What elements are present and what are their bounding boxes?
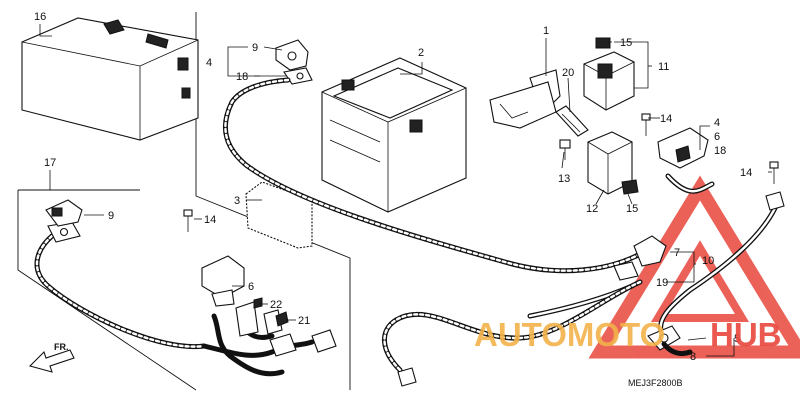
bolt-14-top [641, 113, 651, 136]
watermark-text-right: HUB [710, 316, 782, 353]
callout-12: 12 [586, 203, 598, 215]
callout-15-lower: 15 [626, 203, 638, 215]
relay-bracket-1 [489, 69, 561, 129]
callout-22: 22 [270, 299, 282, 311]
terminal-cover-9-top [275, 39, 309, 71]
callout-5: 5 [734, 333, 740, 345]
callout-16: 16 [34, 11, 46, 23]
callout-9-left: 9 [108, 210, 114, 222]
callout-3: 3 [234, 195, 240, 207]
callout-17: 17 [44, 157, 56, 169]
terminal-cover-9-left [45, 199, 83, 227]
watermark-text-left: AUTOMOTO [474, 316, 665, 353]
callout-21: 21 [298, 315, 310, 327]
callout-18-top: 18 [236, 71, 248, 83]
fuse-holder-22-21 [235, 297, 337, 357]
battery-pad-3 [245, 181, 313, 249]
callout-4-top: 4 [206, 57, 212, 69]
callout-numbers: 16 2 9 4 18 3 1 20 15 11 14 4 6 18 13 12… [34, 11, 752, 363]
main-cable-top [222, 77, 643, 274]
callout-15-top: 15 [620, 37, 632, 49]
bolt-14-right [769, 161, 779, 184]
front-direction-arrow [28, 349, 75, 373]
callout-6-right: 6 [714, 131, 720, 143]
fuse-15-top [595, 37, 611, 49]
front-direction-label: FR. [54, 342, 69, 352]
main-cable-bottom [382, 279, 643, 387]
watermark-logo [588, 175, 800, 359]
frame-harness-17 [17, 190, 197, 391]
fuse-15-lower [621, 179, 639, 195]
terminal-8 [647, 325, 693, 357]
callout-10: 10 [702, 255, 714, 267]
callout-11: 11 [658, 61, 669, 73]
fuse-20 [555, 105, 589, 137]
terminal-cover-6-right [657, 127, 709, 169]
cable-right [658, 173, 785, 337]
callout-7: 7 [674, 247, 680, 259]
battery-2 [321, 57, 467, 213]
callout-18-right: 18 [714, 145, 726, 157]
starter-relay-11 [583, 51, 635, 111]
callout-2: 2 [418, 47, 424, 59]
battery-case-16 [21, 17, 199, 141]
screw-13 [559, 139, 571, 160]
callout-9-top: 9 [252, 42, 258, 54]
harness-17 [34, 221, 315, 377]
callout-6-left: 6 [248, 281, 254, 293]
leader-lines [39, 24, 772, 357]
terminal-cover-6-left [201, 255, 245, 307]
callout-19: 19 [656, 277, 668, 289]
callout-14-top: 14 [660, 113, 672, 125]
callout-13: 13 [558, 173, 570, 185]
callout-8: 8 [690, 351, 696, 363]
bolt-14-left [183, 209, 193, 232]
callout-14-right: 14 [740, 167, 752, 179]
diagram-code: MEJ3F2800B [628, 378, 683, 388]
callout-4-right: 4 [714, 117, 720, 129]
cover-7 [633, 235, 667, 267]
callout-1: 1 [543, 25, 549, 37]
watermark-text: AUTOMOTO HUB [474, 316, 782, 353]
callout-14-left: 14 [204, 214, 216, 226]
callout-20: 20 [562, 67, 574, 79]
